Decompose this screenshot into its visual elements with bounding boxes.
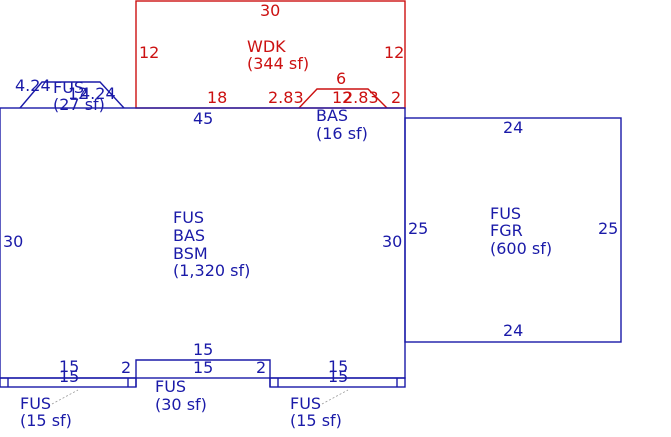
wdk-right-dimension: 12: [384, 43, 404, 62]
fus-bay-window: 4.24 FUS 12 4.24 (27 sf): [15, 76, 125, 114]
bas-small-area-size: (16 sf): [316, 124, 368, 143]
garage-right-dimension: 25: [598, 219, 618, 238]
garage-left-dimension: 25: [408, 219, 428, 238]
garage-area-code-fgr: FGR: [490, 221, 523, 240]
bay-right-slant-dimension: 2.83: [343, 88, 379, 107]
bay-inner-dimension: 12: [332, 88, 352, 107]
right-strip-area-code: FUS: [290, 394, 321, 413]
garage-top-dimension: 24: [503, 118, 523, 137]
left-strip-bottom-dimension: 15: [59, 367, 79, 386]
wdk-bottom-dimension: 18: [207, 88, 227, 107]
fus-bay-area-code: FUS: [53, 78, 84, 97]
main-area-code-bsm: BSM: [173, 244, 208, 263]
garage-outline: [404, 117, 622, 343]
bas-small-area-code: BAS: [316, 106, 348, 125]
fus-bay-area-size: (27 sf): [53, 95, 105, 114]
left-strip-area-size: (15 sf): [20, 411, 72, 430]
garage-bottom-dimension: 24: [503, 321, 523, 340]
right-strip-outline: [269, 377, 406, 388]
deck-bay: 2.83 6 12 2.83 2: [268, 69, 401, 109]
left-strip-area-code: FUS: [20, 394, 51, 413]
right-strip-leader-line: [321, 389, 349, 405]
center-bump-area-size: (30 sf): [155, 395, 207, 414]
main-living-area: 45 30 30 FUS BAS BSM (1,320 sf) BAS (16 …: [0, 106, 406, 379]
wdk-area-code: WDK: [247, 37, 286, 56]
left-strip-top-dimension: 15: [59, 357, 79, 376]
center-bump-area-code: FUS: [155, 377, 186, 396]
main-area-size: (1,320 sf): [173, 261, 250, 280]
center-bump-left-dimension: 2: [121, 358, 131, 377]
fus-bay-right-dimension: 4.24: [80, 84, 116, 103]
main-area-code-fus: FUS: [173, 208, 204, 227]
bay-right-dimension: 2: [391, 88, 401, 107]
center-bump-right-dimension: 2: [256, 358, 266, 377]
main-right-dimension: 30: [382, 232, 402, 251]
main-area-code-bas: BAS: [173, 226, 205, 245]
bottom-strips: 15 15 2 2 FUS (30 sf) 15 15 FUS (15 sf) …: [0, 340, 406, 430]
bay-top-dimension: 6: [336, 69, 346, 88]
center-bump-bottom-dimension: 15: [193, 358, 213, 377]
wdk-top-dimension: 30: [260, 1, 280, 20]
right-strip-bottom-dimension: 15: [328, 367, 348, 386]
fus-bay-left-dimension: 4.24: [15, 76, 51, 95]
garage-area-size: (600 sf): [490, 239, 552, 258]
garage-area-code-fus: FUS: [490, 204, 521, 223]
main-left-dimension: 30: [3, 232, 23, 251]
center-bump-top-dimension: 15: [193, 340, 213, 359]
wdk-area-size: (344 sf): [247, 54, 309, 73]
left-strip-outline: [0, 377, 137, 388]
center-bump-outline: [135, 359, 271, 378]
wdk-left-dimension: 12: [139, 43, 159, 62]
deck-bay-outline: [298, 88, 388, 109]
right-strip-top-dimension: 15: [328, 357, 348, 376]
main-top-dimension: 45: [193, 109, 213, 128]
garage-area: 24 25 25 FUS FGR (600 sf) 24: [404, 117, 622, 343]
bay-left-slant-dimension: 2.83: [268, 88, 304, 107]
left-strip-leader-line: [51, 389, 79, 405]
right-strip-area-size: (15 sf): [290, 411, 342, 430]
fus-bay-outline: [19, 81, 125, 109]
fus-bay-inner-dimension: 12: [68, 84, 88, 103]
